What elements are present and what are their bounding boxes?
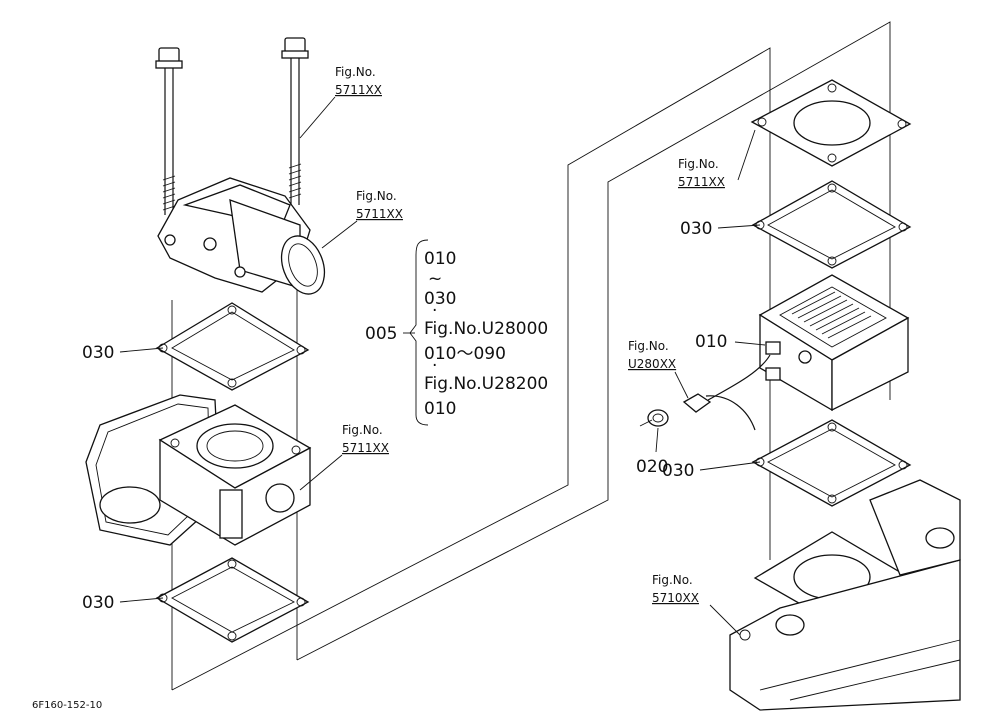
connector-fig-ref: U280XX (628, 357, 676, 371)
assembly-list-item: · (432, 301, 437, 321)
elbow-fig-ref: 5711XX (356, 207, 403, 221)
intake-heater (758, 274, 910, 412)
assembly-list-item: 030 (424, 289, 456, 309)
connector (682, 354, 771, 431)
left-gasket-lower (155, 557, 310, 643)
right-bolt (281, 37, 309, 205)
figure-code: 6F160-152-10 (32, 700, 102, 711)
callout-right-gasket-lower: 030 (662, 461, 694, 481)
nut-020 (639, 409, 669, 427)
assembly-list-item: Fig.No.U28200 (424, 374, 548, 394)
assembly-list-item: 010 (424, 249, 456, 269)
bolts-fig-label: Fig.No. (335, 65, 376, 79)
top-flange (750, 79, 912, 167)
callout-nut: 020 (636, 457, 668, 477)
assembly-list-item: · (432, 356, 437, 376)
callout-assembly: 005 (365, 324, 397, 344)
callout-left-gasket-upper: 030 (82, 343, 114, 363)
elbow-fig-label: Fig.No. (356, 189, 397, 203)
leader-lines (119, 96, 766, 636)
manifold-fig-ref: 5710XX (652, 591, 699, 605)
left-bolt (155, 47, 183, 215)
callout-left-gasket-lower: 030 (82, 593, 114, 613)
callout-heater: 010 (695, 332, 727, 352)
top-flange-fig-ref: 5711XX (678, 175, 725, 189)
left-gasket-upper (155, 302, 310, 391)
assembly-list-item: Fig.No.U28000 (424, 319, 548, 339)
assembly-list-item: ~ (428, 269, 442, 289)
assembly-list: 010 ~ 030 · Fig.No.U28000 010～090 · Fig.… (424, 249, 548, 419)
assembly-list-item: 010 (424, 399, 456, 419)
throttle-fig-ref: 5711XX (342, 441, 389, 455)
callout-right-gasket-upper: 030 (680, 219, 712, 239)
intake-elbow (157, 177, 326, 295)
throttle-body (85, 394, 312, 546)
throttle-fig-label: Fig.No. (342, 423, 383, 437)
assembly-list-item: 010～090 (424, 344, 506, 364)
bolts-fig-ref: 5711XX (335, 83, 382, 97)
assembly-bracket (409, 239, 429, 426)
connector-fig-label: Fig.No. (628, 339, 669, 353)
intake-manifold (729, 479, 961, 711)
right-gasket-upper (751, 180, 912, 269)
manifold-fig-label: Fig.No. (652, 573, 693, 587)
top-flange-fig-label: Fig.No. (678, 157, 719, 171)
right-gasket-lower (751, 419, 912, 507)
